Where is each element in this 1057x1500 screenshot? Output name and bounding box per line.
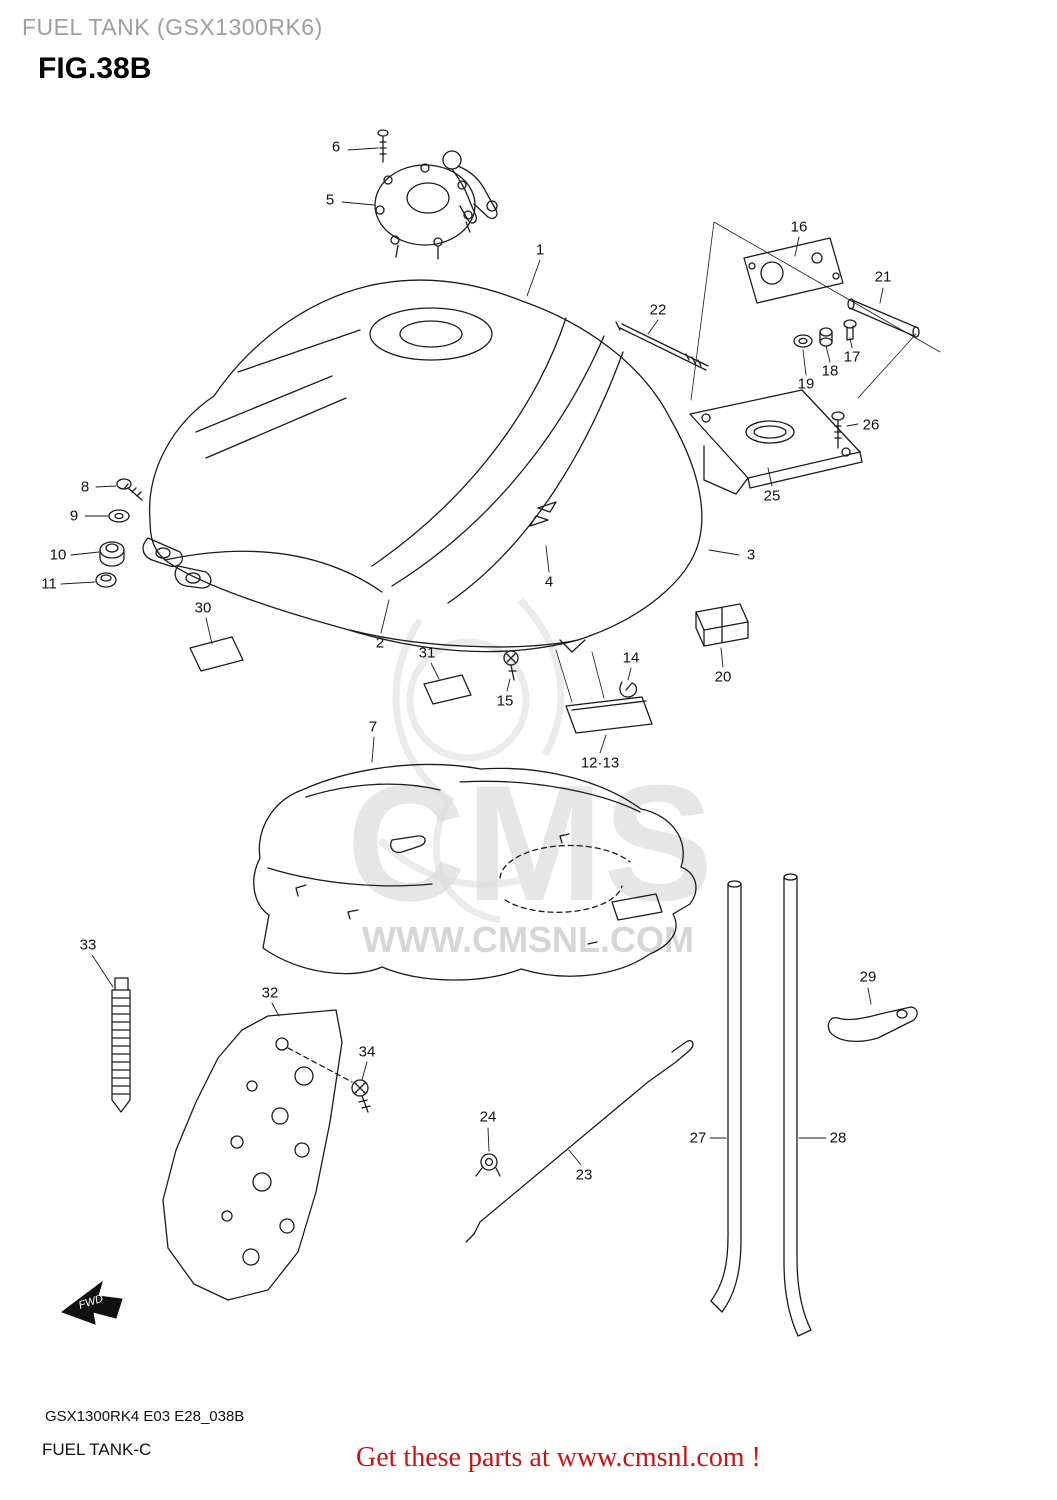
part-number-label: 19 [797, 375, 815, 393]
part-number-label: 21 [874, 268, 892, 286]
leader-lines [60, 147, 884, 1166]
brand-emblem-icon [529, 501, 557, 527]
part-number-label: 27 [689, 1129, 707, 1147]
part-number-label: 15 [496, 692, 514, 710]
pipe-21 [847, 298, 920, 338]
hose-28 [783, 873, 812, 1337]
bolt-8 [116, 478, 143, 501]
washer-9 [108, 509, 130, 523]
projection-lines [690, 221, 941, 401]
part-number-label: 8 [80, 478, 90, 496]
page-subtitle: FUEL TANK (GSX1300RK6) [22, 14, 323, 40]
part-number-label: 28 [829, 1129, 847, 1147]
bracket-16 [743, 237, 844, 304]
part-number-label: 6 [331, 138, 341, 156]
part-number-label: 7 [368, 718, 378, 736]
part-number-label: 2 [375, 634, 385, 652]
part-number-label: 18 [821, 362, 839, 380]
part-number-label: 10 [49, 546, 67, 564]
part-number-label: 33 [79, 936, 97, 954]
washer-19 [793, 334, 813, 348]
part-number-label: 25 [763, 487, 781, 505]
part-number-label: 22 [649, 301, 667, 319]
cap-screw [377, 129, 389, 163]
part-number-label: 23 [575, 1166, 593, 1184]
key-icon [457, 165, 498, 220]
promo-link[interactable]: Get these parts at www.cmsnl.com ! [356, 1442, 761, 1473]
clamp-24 [475, 1153, 501, 1177]
plate-connector-lines [555, 649, 605, 703]
screw-15 [503, 650, 519, 681]
svg-text:CMS: CMS [347, 751, 714, 935]
screw-34 [351, 1079, 371, 1113]
part-number-label: 3 [746, 546, 756, 564]
model-code: GSX1300RK4 E03 E28_038B [45, 1408, 245, 1425]
part-number-label: 29 [859, 968, 877, 986]
hose-27 [710, 880, 742, 1313]
part-number-label: 30 [194, 599, 212, 617]
grommet-10 [99, 541, 125, 567]
grommet-11 [95, 572, 117, 588]
part-number-label: 24 [479, 1108, 497, 1126]
key-icon [451, 168, 478, 224]
spacer-18 [819, 327, 833, 347]
strap-33 [111, 977, 131, 1113]
rod-23 [465, 1040, 694, 1243]
part-number-label: 34 [358, 1043, 376, 1061]
part-number-label: 16 [790, 218, 808, 236]
part-number-label: 12·13 [580, 754, 620, 772]
cushion-30 [189, 636, 244, 672]
svg-text:WWW.CMSNL.COM: WWW.CMSNL.COM [362, 919, 694, 960]
bolt-22 [615, 321, 709, 371]
cushion-31 [423, 674, 472, 705]
part-number-label: 32 [261, 984, 279, 1002]
part-number-label: 5 [325, 191, 335, 209]
bolt-17 [843, 319, 857, 341]
cushion-20 [695, 603, 749, 647]
watermark-mascot [377, 597, 565, 924]
part-number-label: 20 [714, 668, 732, 686]
strap-29 [827, 1006, 918, 1043]
part-number-label: 1 [535, 241, 545, 259]
part-number-label: 26 [862, 416, 880, 434]
figure-title: FIG.38B [38, 52, 152, 85]
bracket-32 [162, 1009, 353, 1301]
tank-cover [253, 763, 697, 981]
part-number-label: 31 [418, 644, 436, 662]
clip-14 [619, 681, 638, 698]
bolt-26 [831, 411, 845, 449]
fwd-arrow: FWD [60, 1280, 123, 1325]
part-number-label: 4 [544, 573, 554, 591]
part-number-label: 14 [622, 649, 640, 667]
fuel-cap [374, 150, 498, 260]
fuel-tank [142, 279, 703, 653]
part-number-label: 17 [843, 348, 861, 366]
part-number-label: 9 [69, 507, 79, 525]
plate-12-13 [565, 696, 653, 734]
part-number-label: 11 [41, 575, 57, 593]
bracket-25 [689, 389, 863, 495]
figure-name: FUEL TANK-C [42, 1440, 152, 1459]
watermark: CMS WWW.CMSNL.COM [347, 597, 714, 960]
